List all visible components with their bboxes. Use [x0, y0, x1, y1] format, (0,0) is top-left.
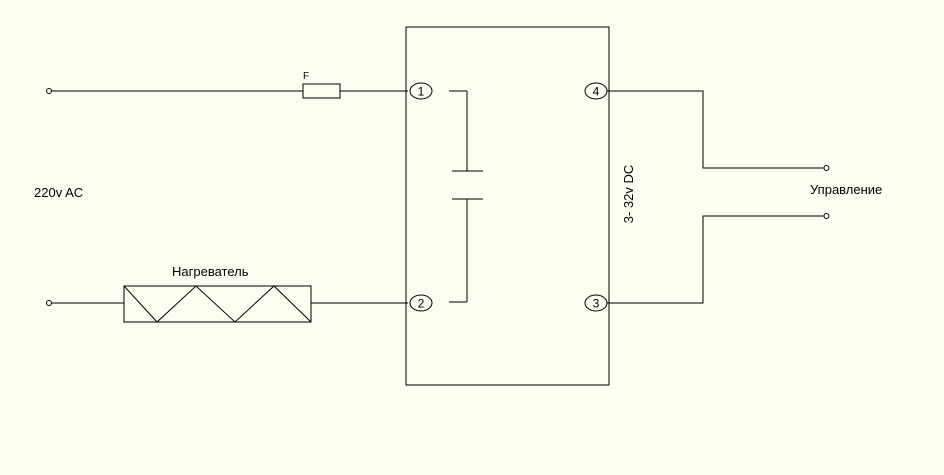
heater-symbol	[123, 285, 312, 323]
relay-body	[405, 26, 610, 386]
control-terminal-bottom	[823, 213, 830, 219]
pin-1-label: 1	[418, 85, 425, 99]
supply-label: 220v AC	[34, 185, 83, 200]
control-terminal-top	[823, 165, 830, 171]
pin-2-marker	[409, 294, 433, 312]
pin-3-label: 3	[593, 297, 600, 311]
fuse-label: F	[303, 71, 309, 82]
heater-label: Нагреватель	[172, 264, 249, 279]
supply-terminal-bottom	[46, 300, 52, 306]
control-wire-top	[607, 90, 824, 169]
control-voltage-label: 3- 32v DC	[621, 165, 636, 224]
heater-zigzag	[123, 285, 312, 323]
pin-1-marker	[409, 82, 433, 100]
pin-2-label: 2	[418, 297, 425, 311]
pin-4-label: 4	[593, 85, 600, 99]
fuse-symbol	[302, 83, 341, 99]
supply-terminal-top	[46, 88, 52, 94]
control-wire-bottom	[607, 215, 824, 304]
control-label: Управление	[810, 182, 882, 197]
